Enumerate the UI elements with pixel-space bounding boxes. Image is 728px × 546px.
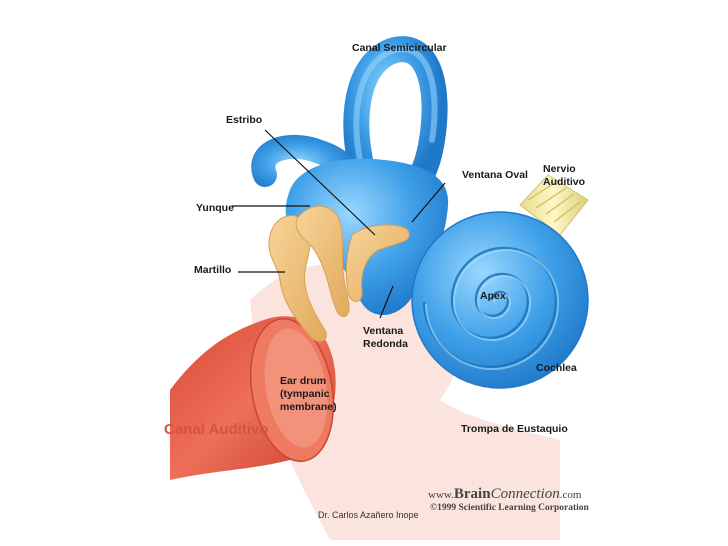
stapes — [345, 224, 410, 302]
brand-suffix: .com — [559, 489, 582, 501]
label-estribo: Estribo — [226, 114, 263, 126]
tissue-background — [250, 263, 560, 540]
brand-prefix: www. — [428, 489, 454, 501]
copyright: ©1999 Scientific Learning Corporation — [430, 503, 589, 513]
label-martillo: Martillo — [194, 264, 232, 276]
brand-logo: www.BrainConnection.com — [428, 485, 581, 503]
label-cochlea: Cochlea — [536, 362, 577, 374]
label-ventana-redonda-line1: Ventana — [363, 325, 404, 337]
label-nervio-line2: Auditivo — [543, 176, 585, 188]
label-ear-drum-line3: membrane) — [280, 401, 337, 413]
pointer-lines — [232, 129, 446, 319]
label-ventana-redonda-line2: Redonda — [363, 338, 408, 350]
label-canal-semicircular: Canal Semicircular — [352, 42, 447, 54]
label-yunque: Yunque — [196, 202, 234, 214]
label-apex: Apex — [480, 290, 506, 302]
brand-name: Brain — [453, 486, 491, 502]
label-trompa-de-eustaquio: Trompa de Eustaquio — [461, 423, 568, 435]
author-credit: Dr. Carlos Azañero Inope — [318, 510, 419, 520]
label-ventana-oval: Ventana Oval — [462, 169, 528, 181]
incus — [295, 205, 350, 318]
brand-name2: Connection — [490, 486, 560, 502]
label-ear-drum-line1: Ear drum — [280, 375, 327, 387]
label-canal-auditivo: Canal Auditivo — [164, 421, 269, 438]
cochlea-spiral — [411, 211, 589, 389]
label-ear-drum-line2: (tympanic — [280, 388, 330, 400]
label-nervio-line1: Nervio — [543, 163, 576, 175]
